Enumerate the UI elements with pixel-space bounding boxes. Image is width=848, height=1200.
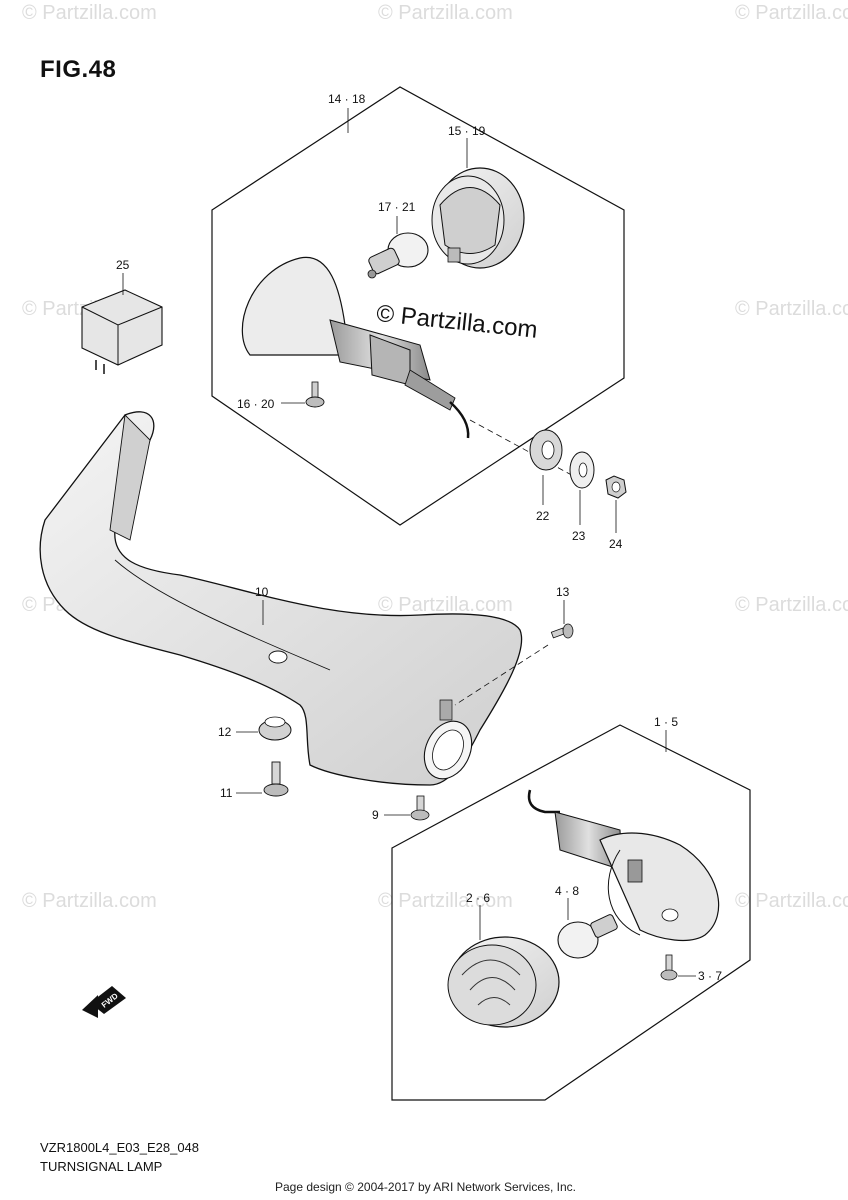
watermark: © Partzilla.com [735, 2, 848, 24]
watermark: © Partzilla.com [378, 890, 513, 912]
washer-22 [529, 429, 563, 471]
lamp-housing-upper [241, 256, 470, 439]
model-code: VZR1800L4_E03_E28_048 [40, 1140, 200, 1155]
callout-23: 23 [572, 529, 586, 543]
screw-lower [660, 954, 678, 981]
assembly-frame-upper [211, 86, 625, 526]
nut-24 [605, 475, 627, 499]
callout-25: 25 [116, 258, 130, 272]
callout-13: 13 [556, 585, 570, 599]
callout-17-21: 17 · 21 [378, 200, 416, 214]
callout-4-8: 4 · 8 [555, 884, 580, 898]
callout-3-7: 3 · 7 [698, 969, 723, 983]
callout-10: 10 [255, 585, 269, 599]
callout-1-5: 1 · 5 [654, 715, 679, 729]
watermark: © Partzilla.com [735, 890, 848, 912]
footer-copyright: Page design © 2004-2017 by ARI Network S… [275, 1180, 577, 1194]
callout-16-20: 16 · 20 [237, 397, 275, 411]
screw-upper [305, 381, 325, 408]
relay-25 [81, 289, 163, 374]
screw-13 [550, 623, 574, 639]
bulb-lower [557, 914, 618, 959]
bulb-upper [367, 232, 429, 279]
grommet-12 [258, 716, 292, 741]
lamp-housing-lower [527, 789, 720, 941]
callout-14-18: 14 · 18 [328, 92, 366, 106]
watermark: © Partzilla.com [378, 594, 513, 616]
callout-22: 22 [536, 509, 550, 523]
watermark: © Partzilla.com [22, 890, 157, 912]
forward-arrow-icon: FWD [82, 986, 126, 1018]
callout-24: 24 [609, 537, 623, 551]
lens-upper [431, 167, 525, 269]
dash-line [454, 644, 549, 706]
watermark: © Partzilla.com [378, 2, 513, 24]
watermark: © Partzilla.com [735, 298, 848, 320]
callout-9: 9 [372, 808, 379, 822]
bracket-10 [39, 411, 523, 786]
bolt-11 [263, 761, 289, 797]
callout-15-19: 15 · 19 [448, 124, 486, 138]
callout-12: 12 [218, 725, 232, 739]
callout-2-6: 2 · 6 [466, 891, 491, 905]
lens-lower [447, 936, 560, 1028]
diagram-caption: TURNSIGNAL LAMP [40, 1159, 163, 1174]
washer-23 [569, 451, 595, 489]
figure-title: FIG.48 [40, 56, 117, 83]
watermark: © Partzilla.com [22, 2, 157, 24]
callout-11: 11 [220, 786, 233, 800]
watermark: © Partzilla.com [735, 594, 848, 616]
assembly-frame-lower [391, 724, 751, 1101]
screw-9 [410, 795, 430, 821]
